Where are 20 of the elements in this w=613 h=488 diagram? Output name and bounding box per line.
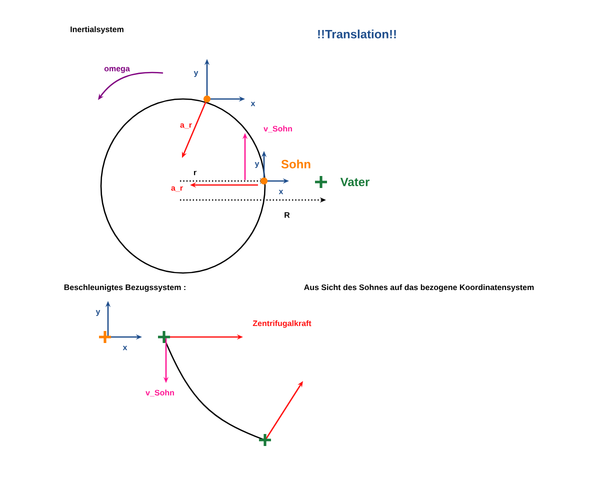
title: !!Translation!!	[318, 30, 396, 38]
vector-label: omega	[104, 67, 130, 73]
axis-label: y	[96, 310, 100, 316]
heading: Beschleunigtes Bezugssystem :	[64, 284, 186, 292]
axis-label: y	[194, 71, 198, 77]
distance-label: R	[284, 212, 290, 218]
heading: Aus Sicht des Sohnes auf das bezogene Koordinatensystem	[304, 284, 534, 292]
axis-label: x	[250, 102, 256, 106]
axis-label: y	[254, 162, 260, 168]
point-label: Sohn	[281, 160, 310, 168]
point-label: Vater	[340, 178, 370, 186]
vector-label: Zentrifugalkraft	[252, 320, 312, 328]
vector-label: v_Sohn	[146, 390, 174, 396]
vector-label: a_r	[171, 186, 183, 192]
vector-label: v_Sohn	[264, 126, 292, 132]
heading: Inertialsystem	[70, 26, 124, 34]
axis-label: x	[278, 190, 284, 194]
axis-label: x	[122, 346, 128, 350]
distance-label: r	[194, 170, 196, 176]
vector-label: a_r	[180, 123, 192, 129]
